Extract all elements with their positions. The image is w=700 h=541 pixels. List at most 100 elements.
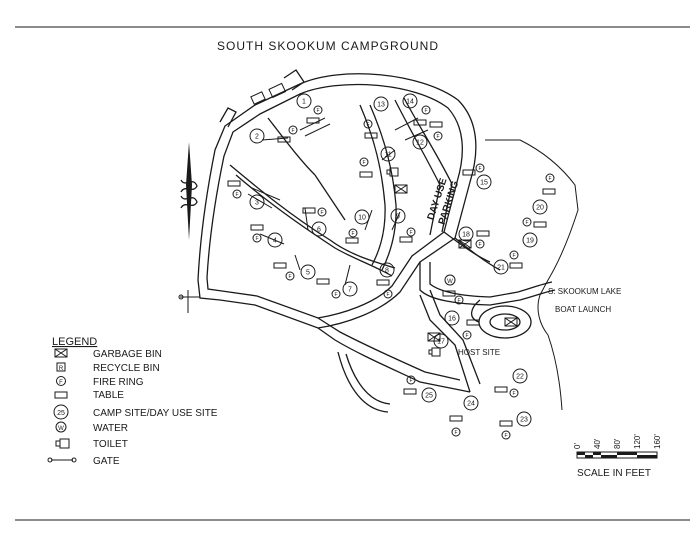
- table-icon: [494, 386, 508, 393]
- campsite-number: 13: [377, 102, 385, 109]
- camp-site-icon: [458, 226, 474, 242]
- campsite-number: 5: [306, 270, 310, 277]
- scale-tick-40: 40': [593, 438, 602, 449]
- legend-table-icon: [54, 391, 68, 399]
- garbage-bin-icon: [504, 317, 518, 327]
- campsite-number: 17: [437, 339, 445, 346]
- fire-ring-symbol: F: [409, 378, 412, 384]
- camp-site-icon: [267, 232, 283, 248]
- fire-ring-symbol: F: [512, 253, 515, 259]
- table-icon: [399, 236, 413, 243]
- campsite-4: 4F: [250, 224, 283, 248]
- campsite-number: 23: [520, 417, 528, 424]
- campsite-24: 24F: [449, 395, 479, 437]
- fire-ring-icon: [359, 157, 369, 167]
- table-icon: [429, 121, 443, 128]
- fire-ring-icon: [421, 105, 431, 115]
- legend-water-icon: W: [55, 421, 67, 433]
- fire-ring-icon: [363, 119, 373, 129]
- lakeshore: [485, 139, 579, 411]
- campsite-number: 22: [516, 374, 524, 381]
- scale-bar: 0' 40' 80' 120' 160' SCALE IN FEET: [573, 434, 662, 479]
- table-icon: [509, 262, 523, 269]
- campsite-number: 8: [385, 268, 389, 275]
- fire-ring-symbol: F: [504, 433, 507, 439]
- campsite-23: 23F: [499, 411, 532, 440]
- table-icon: [533, 221, 547, 228]
- fire-ring-icon: [406, 375, 416, 385]
- host-site-road: [317, 289, 481, 413]
- camp-site-icon: [354, 209, 370, 225]
- fire-ring-symbol: F: [255, 236, 258, 242]
- day-use-parking-label: DAY USE PARKING: [426, 177, 462, 227]
- fire-ring-icon: [252, 233, 262, 243]
- camp-site-icon: [493, 259, 509, 275]
- fire-ring-icon: [501, 430, 511, 440]
- table-icon: [542, 188, 556, 195]
- campsite-11: 11F: [359, 146, 396, 178]
- campsite-number: 20: [536, 205, 544, 212]
- campsite-number: 2: [255, 134, 259, 141]
- fire-ring-icon: [509, 388, 519, 398]
- campsite-1: 1F: [296, 93, 323, 124]
- fire-ring-icon: [475, 239, 485, 249]
- table-icon: [364, 132, 378, 139]
- fire-ring-icon: [331, 289, 341, 299]
- map-water-icon: W: [444, 274, 456, 286]
- fire-ring-symbol: F: [512, 391, 515, 397]
- table-icon: [359, 171, 373, 178]
- map-garbage-bins: [394, 184, 518, 342]
- campsites-layer: 1F2F3F4F5F6F7F8F9F10F11F12F13F14F15F16F1…: [227, 93, 556, 440]
- campsite-number: 14: [406, 99, 414, 106]
- fire-ring-symbol: F: [465, 333, 468, 339]
- fire-ring-icon: [285, 271, 295, 281]
- camp-site-icon: [476, 174, 492, 190]
- legend-gate-icon: [47, 457, 77, 463]
- camp-site-icon: [433, 333, 449, 349]
- legend-label-toilet: TOILET: [93, 439, 128, 450]
- camp-site-icon: [249, 128, 265, 144]
- camp-site-icon: [412, 134, 428, 150]
- svg-text:W: W: [58, 426, 64, 432]
- campsite-2: 2F: [249, 125, 298, 144]
- campsite-10: 10F: [345, 209, 370, 244]
- fire-ring-symbol: F: [386, 292, 389, 298]
- campsite-6: 6F: [302, 207, 327, 237]
- legend-toilet-icon: [55, 438, 70, 449]
- table-icon: [273, 262, 287, 269]
- table-icon: [277, 136, 291, 143]
- table-icon: [302, 207, 316, 214]
- main-road: [197, 73, 477, 329]
- camp-site-icon: [342, 281, 358, 297]
- scale-tick-0: 0': [573, 443, 582, 449]
- camp-site-icon: [296, 93, 312, 109]
- scale-tick-80: 80': [613, 438, 622, 449]
- host-site-label: HOST SITE: [458, 348, 500, 357]
- table-icon: [376, 279, 390, 286]
- table-icon: [306, 117, 320, 124]
- camp-site-icon: [379, 262, 395, 278]
- fire-ring-icon: [462, 330, 472, 340]
- campsite-number: 18: [462, 232, 470, 239]
- fire-ring-symbol: F: [362, 160, 365, 166]
- campsite-number: 12: [416, 140, 424, 147]
- camp-site-icon: [421, 387, 437, 403]
- legend-label-table: TABLE: [93, 390, 124, 401]
- campsite-number: 25: [425, 393, 433, 400]
- fire-ring-symbol: F: [454, 430, 457, 436]
- map-toilets: [386, 167, 441, 357]
- campsite-13: 13F: [363, 96, 389, 139]
- camp-site-icon: [444, 310, 460, 326]
- garbage-bin-icon: [458, 239, 472, 249]
- fire-ring-symbol: F: [291, 128, 294, 134]
- scale-tick-160: 160': [653, 434, 662, 449]
- fire-ring-icon: [232, 189, 242, 199]
- fire-ring-icon: [348, 228, 358, 238]
- table-icon: [316, 278, 330, 285]
- campsite-number: 21: [497, 265, 505, 272]
- scale-label: SCALE IN FEET: [577, 468, 651, 479]
- campsite-17: 17 F: [433, 319, 480, 349]
- camp-site-icon: [311, 221, 327, 237]
- fire-ring-symbol: F: [366, 122, 369, 128]
